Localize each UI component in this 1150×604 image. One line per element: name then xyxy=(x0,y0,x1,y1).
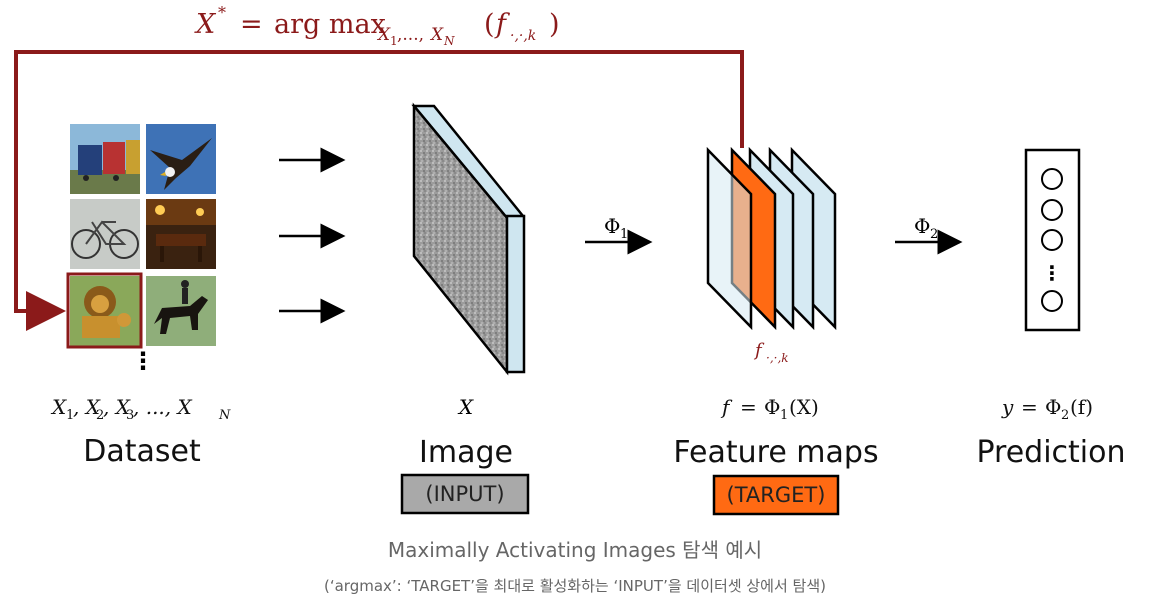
seq-x: , X xyxy=(103,395,131,419)
output-node xyxy=(1041,229,1063,251)
dining-room-thumbnail xyxy=(146,199,216,269)
formula-star: * xyxy=(218,3,226,22)
eagle-thumbnail xyxy=(146,124,216,194)
formula-sub-n: N xyxy=(443,34,455,48)
prediction-equation: y = Φ 2 (f) xyxy=(1001,395,1093,423)
math-symbol: (f) xyxy=(1070,395,1093,419)
math-symbol: (X) xyxy=(789,395,819,419)
prediction-vector xyxy=(1024,148,1081,332)
math-symbol: y xyxy=(1001,395,1014,419)
formula-sub-dots: ,..., xyxy=(397,25,424,45)
caption-line2: (‘argmax’: ‘TARGET’을 최대로 활성화하는 ‘INPUT’을 … xyxy=(324,577,826,595)
seq-sub: 2 xyxy=(96,408,104,423)
math-symbol: f xyxy=(720,395,733,419)
formula-sub-xn: X xyxy=(429,25,444,45)
output-node xyxy=(1041,168,1063,190)
phi2-sub: 2 xyxy=(930,227,938,242)
phi1-sub: 1 xyxy=(620,227,628,242)
phi1-symbol: Φ xyxy=(604,214,620,238)
math-symbol: = xyxy=(1021,395,1038,419)
formula-eq: = xyxy=(240,9,263,40)
dataset-grid xyxy=(66,124,216,349)
feature-title: Feature maps xyxy=(673,435,878,470)
bicycle-thumbnail xyxy=(70,199,140,269)
formula-open: ( xyxy=(484,9,495,40)
target-badge-label: (TARGET) xyxy=(727,483,826,507)
image-var: X xyxy=(457,395,474,419)
prediction-title: Prediction xyxy=(976,435,1125,470)
seq-sub: 3 xyxy=(126,408,134,423)
phi2-symbol: Φ xyxy=(914,214,930,238)
input-badge-label: (INPUT) xyxy=(425,482,504,506)
formula-sub-x1: X xyxy=(376,25,391,45)
input-image-slab xyxy=(411,102,526,376)
selected-image-highlight xyxy=(66,272,143,349)
feedback-arrow xyxy=(14,50,744,331)
feature-map-front xyxy=(706,146,753,331)
input-badge xyxy=(400,473,530,515)
horse-rider-thumbnail xyxy=(146,276,216,346)
feature-equation: f = Φ 1 (X) xyxy=(720,395,819,423)
seq-sub: N xyxy=(218,408,231,423)
feature-map-stack xyxy=(706,146,837,331)
dataset-sequence: X 1 , X 2 , X 3 , ..., X N xyxy=(50,395,231,423)
formula-f-sub: ·,·,k xyxy=(510,28,536,44)
math-symbol: = xyxy=(740,395,757,419)
formula-lhs: X xyxy=(194,9,217,40)
math-symbol: 1 xyxy=(780,408,788,423)
output-node xyxy=(1041,199,1063,221)
math-symbol: Φ xyxy=(764,395,780,419)
lion-thumbnail xyxy=(70,276,140,346)
dataset-title: Dataset xyxy=(83,434,201,469)
formula-op: arg max xyxy=(274,9,386,40)
target-sub: ·,·,k xyxy=(766,351,789,365)
seq-x: , X xyxy=(73,395,101,419)
formula-close: ) xyxy=(549,9,560,40)
seq-x: , ..., X xyxy=(133,395,193,419)
seq-sub: 1 xyxy=(66,408,74,423)
formula-sub-1: 1 xyxy=(390,34,398,48)
seq-x: X xyxy=(50,395,67,419)
math-symbol: Φ xyxy=(1045,395,1061,419)
dataset-more-dots: ⋮ xyxy=(131,347,155,375)
formula-f: f xyxy=(494,9,510,40)
target-badge xyxy=(712,474,840,516)
prediction-more-dots: ⋮ xyxy=(1042,261,1062,285)
output-node xyxy=(1041,290,1063,312)
argmax-formula: X * = arg max X 1 ,..., X N ( f ·,·,k ) xyxy=(194,3,560,48)
caption-line1: Maximally Activating Images 탐색 예시 xyxy=(388,538,762,562)
image-title: Image xyxy=(419,435,513,470)
train-thumbnail xyxy=(70,124,140,194)
target-label: f xyxy=(753,340,765,361)
math-symbol: 2 xyxy=(1061,408,1069,423)
